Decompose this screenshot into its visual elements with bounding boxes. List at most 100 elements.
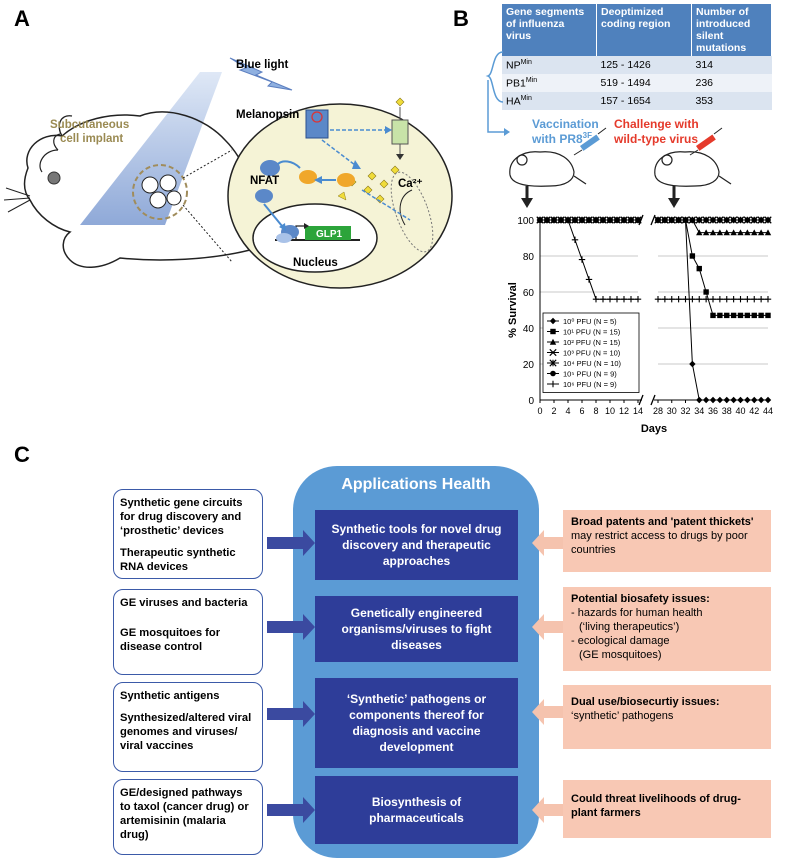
data-point [765,312,771,319]
data-point [730,396,737,404]
x-tick-label: 8 [593,406,598,416]
x-tick-label: 38 [722,406,732,416]
data-point [724,312,730,319]
table-header-region: Deoptimized coding region [596,4,692,56]
y-tick-label: 60 [523,288,535,299]
x-tick-label: 36 [708,406,718,416]
panel-b-illustration: Vaccination with PR83F Challenge with wi… [485,51,732,208]
syringe-icon-red [689,127,723,156]
arrow-right-icon [267,797,315,823]
legend-marker [549,338,557,345]
data-point [668,217,675,223]
series-line-0 [658,219,768,401]
data-point [765,217,771,223]
data-point [744,217,751,223]
data-point [702,296,710,303]
x-tick-label: 12 [619,406,629,416]
data-point [730,296,737,303]
panel-label-a: A [14,6,30,31]
legend-marker [549,348,557,357]
panel-a-illustration: Blue light Subcutaneous cell implant Mel… [3,57,453,289]
data-point [758,312,764,319]
arrow-right-icon [267,530,315,556]
data-point [675,296,682,303]
data-point [703,217,709,223]
data-point [696,265,702,272]
data-point [744,312,751,319]
data-point [737,396,744,404]
data-point [730,312,737,319]
data-point [703,289,709,295]
nfat-label: NFAT [250,175,279,187]
data-point [628,217,634,223]
panel-label-c: C [14,442,30,467]
data-point [634,296,642,303]
data-point [716,396,724,404]
light-beam [80,72,222,225]
data-point [716,296,724,303]
data-point [578,256,586,263]
data-point [730,229,737,236]
data-point [689,360,696,368]
implant-label-line2: cell implant [60,133,123,145]
x-tick-label: 14 [633,406,643,416]
data-point [723,296,730,303]
legend-marker [549,380,557,388]
data-point [593,217,599,223]
right-box-patents: Broad patents and 'patent thickets' may … [563,510,771,572]
data-point [702,229,710,236]
x-tick-label: 44 [763,406,773,416]
left-box-gene-circuits: Synthetic gene circuits for drug discove… [113,489,263,579]
y-tick-label: 0 [528,396,534,407]
data-point [737,296,744,303]
data-point [744,396,751,404]
data-point [571,236,579,243]
data-point [572,217,578,223]
blue-light-label: Blue light [236,59,289,71]
mouse-eye [47,171,61,185]
right-box-dual-use: Dual use/biosecurtiy issues: ‘synthetic’… [563,685,771,749]
data-point [723,396,730,404]
data-point [654,296,662,303]
data-point [696,396,703,404]
data-point [751,217,758,223]
legend-marker [549,317,557,325]
data-point [661,296,669,303]
data-point [758,217,764,223]
center-box-biosynthesis: Biosynthesis of pharmaceuticals [315,776,518,844]
data-point [757,229,765,236]
axis-break-mark [650,394,656,406]
data-point [751,312,757,319]
y-tick-label: 80 [523,252,535,263]
data-point [613,296,621,303]
data-point [717,312,723,319]
legend-label: 10⁶ PFU (N = 9) [563,380,617,389]
y-tick-label: 40 [523,324,535,335]
data-point [696,296,703,303]
arrow-left-icon [532,614,564,640]
x-tick-label: 32 [680,406,690,416]
center-box-synthetic-pathogens: ‘Synthetic’ pathogens or components ther… [315,678,518,768]
x-tick-label: 28 [653,406,663,416]
y-axis-label: % Survival [507,282,519,338]
mouse-icon-vaccination [509,151,587,187]
legend-label: 10⁴ PFU (N = 10) [563,359,622,368]
data-point [607,217,613,223]
panel-label-b: B [453,6,469,31]
data-point [757,396,765,404]
legend-label: 10⁵ PFU (N = 9) [563,370,617,379]
data-point [689,296,696,303]
right-arrows [532,530,564,823]
legend-label: 10² PFU (N = 15) [563,338,621,347]
data-point [709,396,717,404]
arrow-left-icon [532,699,564,725]
x-tick-label: 10 [605,406,615,416]
right-box-biosafety: Potential biosafety issues: - hazards fo… [563,587,771,671]
x-tick-label: 34 [694,406,704,416]
data-point [702,396,710,404]
data-point [662,217,668,223]
melanopsin-receptor [305,109,329,139]
vaccination-label-line1: Vaccination [532,117,599,131]
data-point [744,296,751,303]
